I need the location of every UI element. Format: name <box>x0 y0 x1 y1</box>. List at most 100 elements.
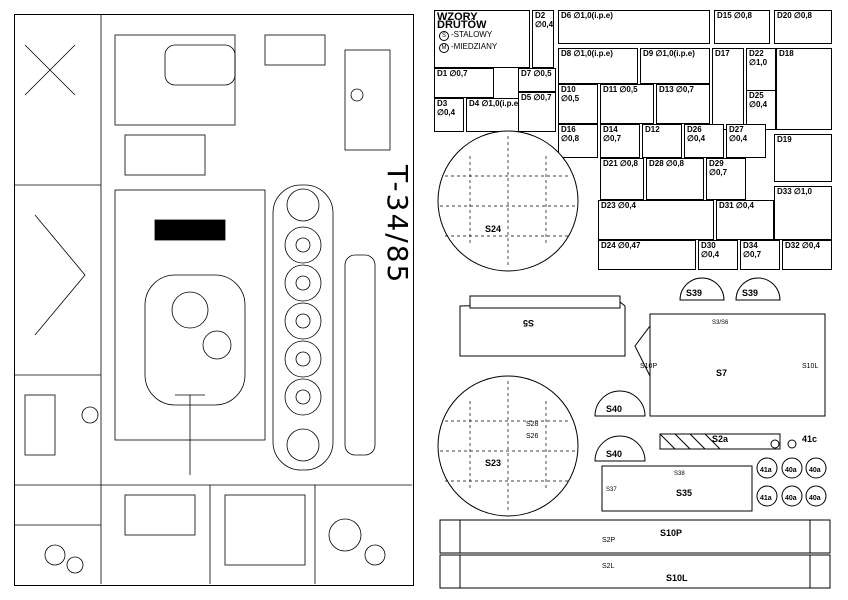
wire-cell-d31: D31 ∅0,4 <box>716 200 774 240</box>
wire-cell-d13: D13 ∅0,7 <box>656 84 710 124</box>
svg-text:S26: S26 <box>526 433 539 440</box>
wire-cell-label: D18 <box>779 49 794 58</box>
svg-text:S37: S37 <box>606 487 617 493</box>
wire-cell-d33: D33 ∅1,0 <box>774 186 832 240</box>
svg-text:41a: 41a <box>760 467 772 474</box>
svg-text:S2L: S2L <box>602 563 615 570</box>
wire-cell-label: D29 ∅0,7 <box>709 159 728 177</box>
wire-cell-label: D19 <box>777 135 792 144</box>
svg-text:S2P: S2P <box>602 537 616 544</box>
wire-cell-d18: D18 <box>776 48 832 130</box>
wire-cell-label: D31 ∅0,4 <box>719 201 754 210</box>
wire-cell-d26: D26 ∅0,4 <box>684 124 724 158</box>
svg-text:S2a: S2a <box>712 434 729 444</box>
wire-cell-label: D15 ∅0,8 <box>717 11 752 20</box>
wire-cell-d11: D11 ∅0,5 <box>600 84 654 124</box>
wire-cell-label: D1 ∅0,7 <box>437 69 468 78</box>
wire-cell-d14: D14 ∅0,7 <box>600 124 640 158</box>
wire-cell-label: D2 ∅0,4 <box>535 11 554 29</box>
wire-cell-d16: D16 ∅0,8 <box>558 124 598 158</box>
svg-text:S7: S7 <box>716 368 727 378</box>
wire-cell-d25: D25 ∅0,4 <box>746 90 776 130</box>
wire-cell-d12: D12 <box>642 124 682 158</box>
wire-cell-d24: D24 ∅0,47 <box>598 240 696 270</box>
wire-cell-d15: D15 ∅0,8 <box>714 10 770 44</box>
wire-cell-label: D32 ∅0,4 <box>785 241 820 250</box>
wire-cell-label: D28 ∅0,8 <box>649 159 684 168</box>
svg-text:S38: S38 <box>674 471 685 477</box>
svg-text:40a: 40a <box>785 495 797 502</box>
wire-cell-label: D7 ∅0,5 <box>521 69 552 78</box>
wire-cell-label: D4 ∅1,0(i.p.e) <box>469 99 521 108</box>
svg-text:S39: S39 <box>686 288 702 298</box>
wire-cell-label: D30 ∅0,4 <box>701 241 720 259</box>
wire-cell-label: D9 ∅1,0(i.p.e) <box>643 49 695 58</box>
wire-cell-d2: D2 ∅0,4 <box>532 10 554 68</box>
wire-cell-label: D14 ∅0,7 <box>603 125 622 143</box>
label-s24: S24 <box>485 224 501 234</box>
right-parts-page: WZORY DRUTÓW S-STALOWY M-MIEDZIANY D1 ∅0… <box>430 6 836 594</box>
svg-text:41c: 41c <box>802 434 817 444</box>
wire-cell-d23: D23 ∅0,4 <box>598 200 714 240</box>
svg-text:S10L: S10L <box>666 573 688 583</box>
svg-text:S40: S40 <box>606 404 622 414</box>
wire-cell-d30: D30 ∅0,4 <box>698 240 738 270</box>
svg-text:S39: S39 <box>742 288 758 298</box>
svg-text:S5: S5 <box>523 318 534 328</box>
wire-cell-label: D13 ∅0,7 <box>659 85 694 94</box>
wire-cell-label: D22 ∅1,0 <box>749 49 768 67</box>
wire-cell-label: D3 ∅0,4 <box>437 99 456 117</box>
wire-cell-label: D21 ∅0,8 <box>603 159 638 168</box>
svg-text:S10P: S10P <box>660 528 682 538</box>
wire-cell-d34: D34 ∅0,7 <box>740 240 780 270</box>
wire-cell-label: D5 ∅0,7 <box>521 93 552 102</box>
wire-cell-label: D27 ∅0,4 <box>729 125 748 143</box>
wire-cell-label: D24 ∅0,47 <box>601 241 641 250</box>
wire-cell-d32: D32 ∅0,4 <box>782 240 832 270</box>
steel-legend: S-STALOWY <box>439 31 492 41</box>
wire-cell-label: D25 ∅0,4 <box>749 91 768 109</box>
wire-cell-label: D11 ∅0,5 <box>603 85 638 94</box>
wire-cell-label: D33 ∅1,0 <box>777 187 812 196</box>
wire-cell-d7: D7 ∅0,5 <box>518 68 556 92</box>
svg-text:S10L: S10L <box>802 363 818 370</box>
wire-legend-title: WZORY DRUTÓW <box>437 11 487 31</box>
svg-text:40a: 40a <box>785 467 797 474</box>
wire-cell-d9: D9 ∅1,0(i.p.e) <box>640 48 710 84</box>
wire-cell-label: D26 ∅0,4 <box>687 125 706 143</box>
wire-cell-d19: D19 <box>774 134 832 182</box>
wire-cell-d8: D8 ∅1,0(i.p.e) <box>558 48 638 84</box>
svg-text:S40: S40 <box>606 449 622 459</box>
left-instruction-page: T-34/85 <box>14 14 414 586</box>
model-title: T-34/85 <box>381 165 414 285</box>
tank-drawing <box>15 15 412 584</box>
wire-cell-d6: D6 ∅1,0(i.p.e) <box>558 10 710 44</box>
wire-cell-d10: D10 ∅0,5 <box>558 84 598 124</box>
wire-cell-d1: D1 ∅0,7 <box>434 68 494 98</box>
wire-cell-label: D34 ∅0,7 <box>743 241 762 259</box>
wire-cell-d5: D5 ∅0,7 <box>518 92 556 132</box>
svg-text:41a: 41a <box>760 495 772 502</box>
wire-cell-label: D8 ∅1,0(i.p.e) <box>561 49 613 58</box>
wire-cell-d28: D28 ∅0,8 <box>646 158 704 200</box>
wire-cell-label: D6 ∅1,0(i.p.e) <box>561 11 613 20</box>
wire-cell-d21: D21 ∅0,8 <box>600 158 644 200</box>
wire-cell-label: D20 ∅0,8 <box>777 11 812 20</box>
svg-text:S10P: S10P <box>640 363 657 370</box>
copper-legend: M-MIEDZIANY <box>439 43 497 53</box>
wire-cell-label: D12 <box>645 125 660 134</box>
wire-cell-label: D16 ∅0,8 <box>561 125 580 143</box>
svg-text:40a: 40a <box>809 495 821 502</box>
svg-text:40a: 40a <box>809 467 821 474</box>
wire-cell-d27: D27 ∅0,4 <box>726 124 766 158</box>
wire-cell-d20: D20 ∅0,8 <box>774 10 832 44</box>
svg-text:S3/S6: S3/S6 <box>712 320 729 326</box>
wire-cell-d29: D29 ∅0,7 <box>706 158 746 200</box>
svg-text:S35: S35 <box>676 488 692 498</box>
wire-cell-d3: D3 ∅0,4 <box>434 98 464 132</box>
wire-cell-d17: D17 <box>712 48 744 130</box>
svg-text:S28: S28 <box>526 421 539 428</box>
label-s23: S23 <box>485 458 501 468</box>
wire-cell-label: D10 ∅0,5 <box>561 85 580 103</box>
wire-cell-label: D17 <box>715 49 730 58</box>
